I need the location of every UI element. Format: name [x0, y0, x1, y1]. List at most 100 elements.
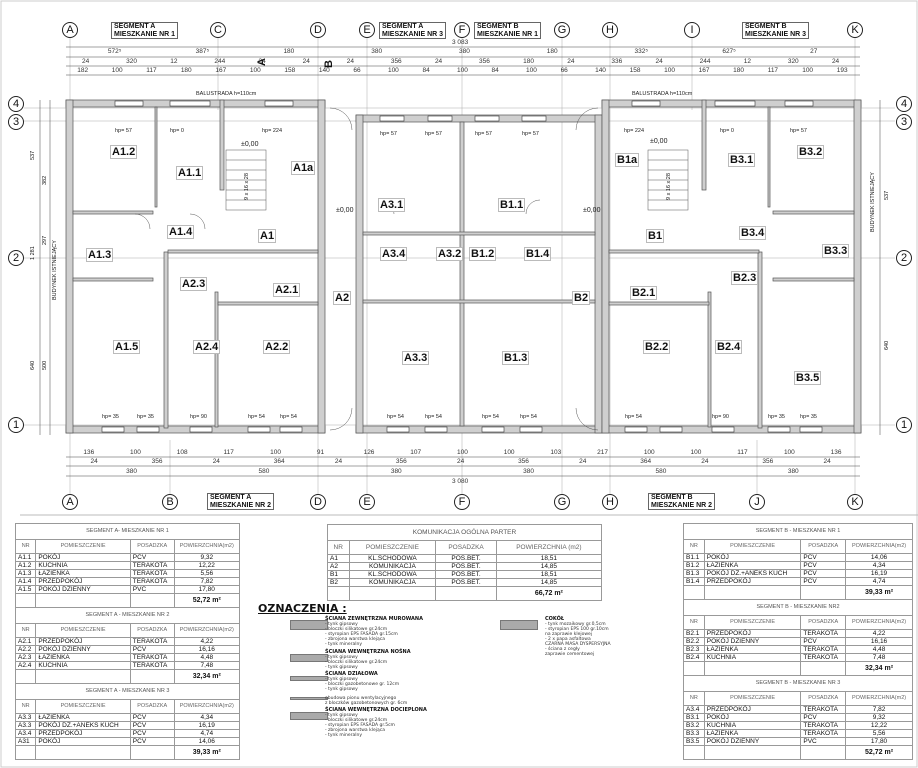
legend-heading: ŚCIANA WEWNĘTRZNA DOCIEPLONA: [325, 707, 427, 713]
column-header: POSADZKA: [800, 691, 847, 706]
room-label: A1a: [291, 161, 316, 175]
room-label: A1.2: [110, 145, 138, 159]
table-cell: KUCHNIA: [703, 653, 802, 662]
table-cell: ŁAZIENKA: [703, 561, 802, 570]
dimension-label: 136: [830, 449, 842, 456]
dimension-label: 24: [701, 458, 709, 465]
dimension-label: 27: [810, 48, 818, 55]
table-cell: TERAKOTA: [800, 645, 847, 654]
dimension-label: 24: [346, 58, 354, 65]
room-label: A2.2: [263, 340, 291, 354]
sill-height-label: hp= 57: [115, 128, 132, 134]
table-cell: PVC: [800, 737, 847, 746]
legend-line: - bloczki silikatowe gr.24cm: [325, 660, 388, 665]
legend-line: - tynk gipsowy: [325, 655, 358, 660]
table-cell: A2.2: [14, 645, 37, 654]
dimension-label: 167: [698, 67, 710, 74]
table-section-title-row: KOMUNIKACJA OGÓLNA PARTER: [327, 524, 602, 541]
column-header: POMIESZCZENIE: [703, 691, 802, 706]
table-cell: TERAKOTA: [129, 561, 175, 570]
table-section-title: SEGMENT B - MIESZKANIE NR2: [683, 599, 913, 616]
table-cell: A2: [327, 562, 350, 571]
dimension-label: 572⁵: [107, 48, 122, 55]
dimension-label: 126: [363, 449, 375, 456]
dimension-label: 244: [699, 58, 711, 65]
dimension-label: 500: [42, 360, 48, 370]
table-cell: B2.2: [683, 637, 705, 646]
table-cell: A2.1: [14, 637, 37, 646]
table-total: 39,33 m²: [173, 745, 241, 760]
axis-bubble-bottom: A: [62, 494, 78, 510]
table-section-title: SEGMENT A - MIESZKANIE NR 3: [15, 683, 240, 700]
axis-bubble-row: 2: [896, 250, 912, 266]
column-header: POWIERZCHNIA(m2): [173, 623, 241, 638]
table-cell: PCV: [129, 645, 175, 654]
dimension-label: 320: [787, 58, 799, 65]
table-cell: [435, 586, 497, 601]
table-cell: [129, 669, 175, 684]
axis-bubble-bottom: E: [359, 494, 375, 510]
dimension-label: 356: [762, 458, 774, 465]
dimension-label: 107: [410, 449, 422, 456]
dimension-label: 100: [690, 449, 702, 456]
table-cell: 4,48: [845, 645, 913, 654]
table-cell: KOMUNIKACJA: [348, 578, 437, 587]
dimension-label: 100: [270, 449, 282, 456]
legend-line: - bloczki silikatowe gr.24cm: [325, 718, 388, 723]
existing-building-note: BUDYNEK ISTNIEJĄCY: [870, 172, 876, 232]
level-mark: ±0,00: [583, 207, 601, 214]
room-label: A3.3: [402, 351, 430, 365]
dimension-label: 100: [783, 449, 795, 456]
table-cell: A2.4: [14, 661, 37, 670]
axis-bubble-row: 4: [896, 96, 912, 112]
legend-line: - tynk mineralny: [325, 733, 362, 738]
table-cell: PCV: [800, 637, 847, 646]
existing-building-note: BUDYNEK ISTNIEJĄCY: [52, 240, 58, 300]
dimension-label: 336: [611, 58, 623, 65]
legend-text: ŚCIANA WEWNĘTRZNA DOCIEPLONA- tynk gipso…: [325, 707, 427, 739]
table-cell: [35, 593, 131, 608]
dimension-label: 91: [316, 449, 325, 456]
segment-label-line: SEGMENT A: [210, 494, 252, 501]
middle-block-walls: [355, 114, 603, 434]
segment-label-line: MIESZKANIE NR 1: [114, 30, 176, 38]
table-cell: TERAKOTA: [800, 729, 847, 738]
segment-a-walls: [65, 99, 326, 434]
table-cell: POS.BET.: [435, 562, 497, 571]
dimension-label: 24: [90, 458, 98, 465]
table-cell: PCV: [129, 729, 175, 738]
axis-bubble-top: H: [602, 22, 618, 38]
column-header: POWIERZCHNIA(m2): [845, 539, 913, 554]
table-cell: B1.2: [683, 561, 705, 570]
table-total: 39,33 m²: [845, 585, 913, 600]
table-cell: POKÓJ: [703, 553, 802, 562]
column-header: NR: [327, 540, 350, 555]
table-total-row: 39,33 m²: [14, 745, 241, 760]
sill-height-label: hp= 57: [475, 131, 492, 137]
room-label: A3.4: [380, 247, 408, 261]
table-cell: TERAKOTA: [129, 653, 175, 662]
legend-swatch: [500, 620, 538, 630]
level-mark: ±0,00: [650, 138, 668, 145]
table-cell: TERAKOTA: [129, 577, 175, 586]
dimension-label: 66: [560, 67, 568, 74]
table-cell: 5,56: [173, 569, 241, 578]
axis-bubble-row: 3: [8, 114, 24, 130]
legend-line: - ściana z cegły: [545, 647, 580, 652]
table-section-title-row: SEGMENT A - MIESZKANIE NR 2: [15, 607, 240, 624]
table-cell: A1.2: [14, 561, 37, 570]
dimension-label: 297: [42, 235, 48, 245]
table-cell: POKÓJ DZIENNY: [703, 737, 802, 746]
sill-height-label: hp= 57: [522, 131, 539, 137]
dimension-label: 136: [83, 449, 95, 456]
